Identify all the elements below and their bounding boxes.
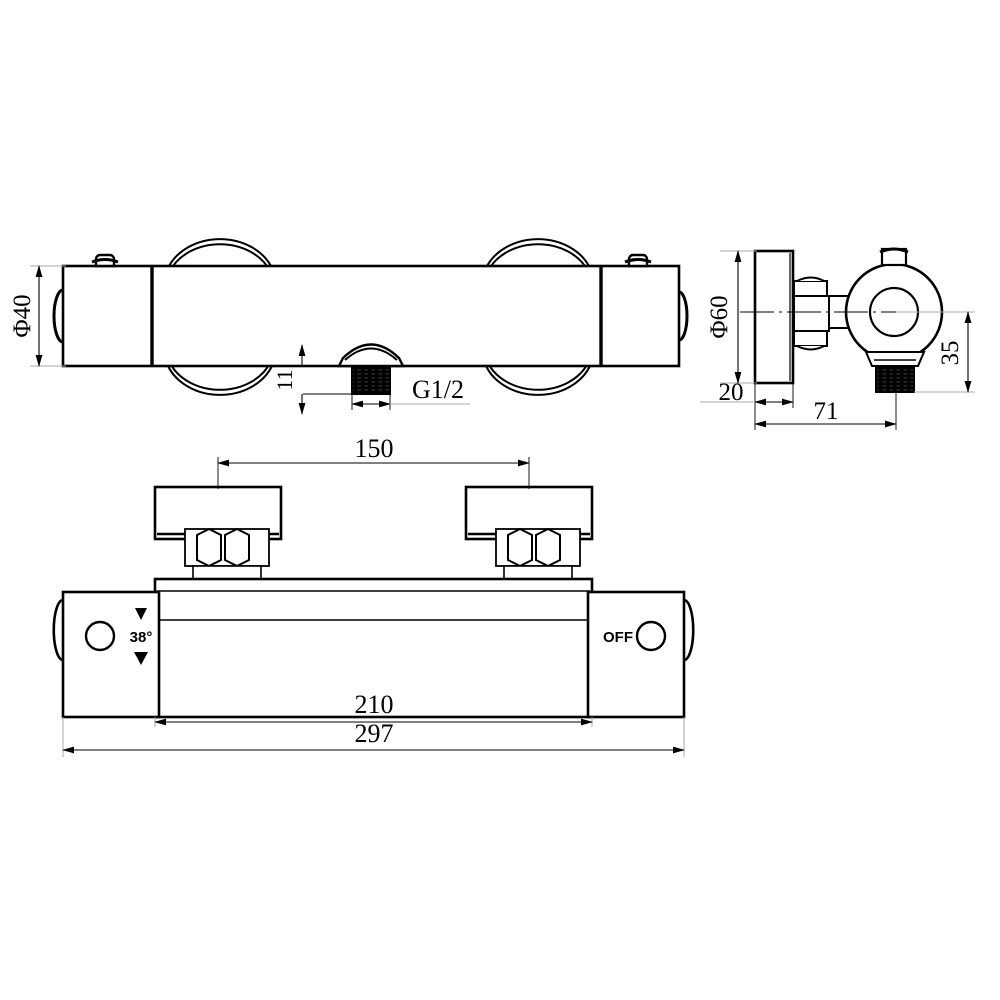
dimension-20: 20 [700, 379, 794, 408]
top-view-right-end-arc [678, 290, 689, 342]
dimension-g12: G1/2 [351, 375, 470, 410]
dimension-11-text: 11 [272, 369, 297, 390]
front-view: 38° OFF 150 210 297 [52, 434, 695, 757]
dimension-20-text: 20 [719, 379, 744, 406]
front-view-left-hex-nut [184, 527, 270, 585]
top-view-left-end-arc [52, 288, 64, 344]
dimension-71-text: 71 [814, 398, 839, 425]
top-view-cap-tabs [91, 253, 652, 268]
dimension-71: 71 [754, 392, 897, 430]
triangle-down-icon [134, 652, 148, 665]
side-view-hex-nut [793, 276, 830, 351]
dimension-dia40: Φ40 [9, 265, 66, 367]
dimension-35: 35 [896, 311, 975, 393]
top-view-center-outlet [337, 343, 405, 395]
front-view-flow-knob-indicator[interactable] [635, 620, 667, 652]
top-view-outlet-thread [351, 365, 391, 395]
dimension-dia40-text: Φ40 [9, 294, 36, 337]
front-view-right-knob-arc [683, 598, 695, 662]
triangle-up-icon [135, 608, 147, 620]
dimension-297-text: 297 [355, 719, 394, 748]
dimension-11: 11 [272, 344, 355, 415]
top-view-valve-arcs [167, 238, 591, 396]
dimension-150-text: 150 [355, 434, 394, 463]
dimension-150: 150 [217, 434, 530, 489]
dimension-dia60: Φ60 [706, 250, 757, 384]
dimension-dia60-text: Φ60 [706, 295, 733, 338]
temperature-label: 38° [130, 629, 153, 646]
side-view-top-nub [879, 247, 909, 267]
top-view: Φ40 11 G1/2 [9, 238, 689, 415]
dimension-297: 297 [62, 717, 685, 757]
front-view-temperature-markings: 38° [130, 608, 153, 665]
shutoff-label: OFF [603, 629, 633, 646]
dimension-g12-text: G1/2 [412, 375, 464, 404]
dimension-210: 210 [154, 690, 593, 727]
front-view-temperature-knob-indicator[interactable] [84, 620, 116, 652]
front-view-left-knob-arc [52, 598, 64, 662]
side-view-bottom-outlet [864, 351, 926, 393]
dimension-35-text: 35 [937, 341, 964, 366]
dimension-210-text: 210 [355, 690, 394, 719]
side-view-wall-plate [753, 249, 795, 385]
front-view-right-hex-nut [495, 527, 581, 585]
side-view: Φ60 35 20 71 [700, 247, 975, 430]
front-view-flow-knob[interactable] [586, 590, 686, 719]
